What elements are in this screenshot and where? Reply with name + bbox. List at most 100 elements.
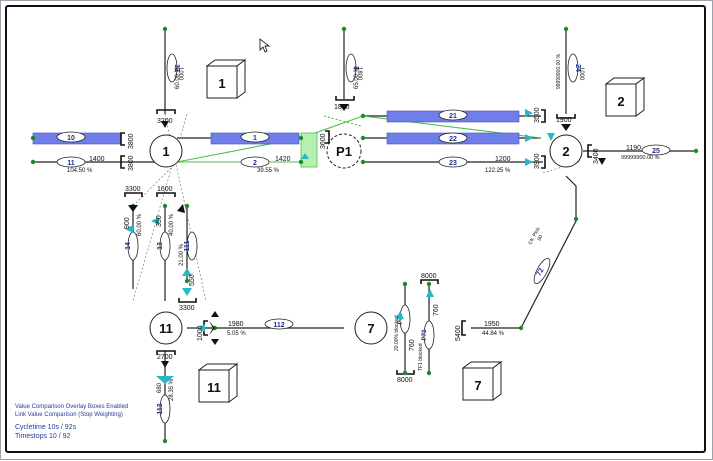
link-label-12: 12: [173, 64, 180, 72]
cube-7-label: 7: [474, 378, 481, 393]
value-2700: 2700: [157, 354, 173, 361]
node-2-circle[interactable]: [549, 134, 583, 168]
link-label-10: 10: [67, 135, 75, 142]
link-72-line-b[interactable]: [520, 175, 577, 329]
endpoint-dot: [426, 370, 432, 376]
endpoint-dot: [298, 135, 304, 141]
bracket-2700: [156, 350, 176, 355]
value-1980: 1980: [228, 321, 244, 328]
value-1200: 1200: [495, 156, 511, 163]
link-label-21: 21: [449, 113, 457, 120]
oval-2: [240, 156, 270, 168]
value-1950: 1950: [484, 321, 500, 328]
node-11-label: 11: [159, 321, 173, 336]
endpoint-dot: [162, 438, 168, 444]
endpoint-dot: [184, 278, 190, 284]
node-1-label: 1: [162, 144, 169, 159]
node-p1-circle[interactable]: [326, 133, 362, 169]
oval-1: [240, 131, 270, 143]
value-3600: 3600: [320, 133, 327, 149]
cyan-arrow-icon: [125, 225, 133, 233]
bracket-3600: [325, 130, 330, 144]
value-3400: 3400: [593, 148, 600, 164]
value-3300a: 3300: [125, 186, 141, 193]
endpoint-dot: [402, 281, 408, 287]
cyan-arrow-icon: [197, 324, 205, 332]
value-760a: 760: [409, 339, 416, 351]
node-11-circle[interactable]: [149, 311, 183, 345]
black-arrow-icon: [177, 204, 185, 213]
cube-2-icon: [604, 77, 646, 117]
value-p71-blocked: 20.00% blocked: [394, 315, 400, 351]
bracket-8000a: [420, 279, 439, 284]
value-1900: 1900: [556, 117, 572, 124]
value-1600: 1600: [157, 186, 173, 193]
link-label-p72: P72: [422, 329, 428, 340]
value-24-pct: 99999900.00 %: [556, 53, 562, 89]
value-24-num: 1000: [578, 67, 584, 81]
black-arrow-icon: [561, 124, 571, 131]
value-99999900: 99999900.00 %: [621, 155, 660, 161]
link-label-23: 23: [449, 160, 457, 167]
endpoint-dot: [341, 26, 347, 32]
endpoint-dot: [360, 135, 366, 141]
bracket-3300a: [124, 192, 143, 197]
oval-72: [533, 258, 551, 284]
value-3800b: 3800: [128, 155, 135, 171]
value-3800a: 3800: [128, 133, 135, 149]
link-label-111: 111: [184, 240, 191, 251]
endpoint-dot: [402, 370, 408, 376]
cube-1-icon: [205, 59, 247, 99]
cyan-arrow-icon: [301, 153, 309, 159]
oval-11: [56, 156, 86, 168]
value-8000a: 8000: [421, 273, 437, 280]
link-label-25: 25: [652, 148, 660, 155]
bracket-3500: [541, 109, 546, 123]
cyan-arrow-icon: [547, 133, 555, 141]
value-111-pct: 21.00 %: [179, 243, 185, 266]
value-72-num: 80: [536, 234, 544, 242]
oval-21: [438, 109, 468, 121]
link-label-22: 22: [449, 136, 457, 143]
bracket-3400: [587, 144, 592, 158]
info-link-comparison: Link Value Comparison (Stop Weighting): [15, 412, 123, 418]
cube-7-icon: [461, 361, 503, 401]
value-14-pct: 60.00 %: [137, 213, 143, 236]
endpoint-dot: [563, 26, 569, 32]
cyan-arrow-icon: [156, 376, 174, 384]
value-3500: 3500: [534, 107, 541, 123]
oval-p72: [423, 320, 435, 350]
info-timestops: Timestops 10 / 92: [15, 433, 71, 440]
value-1800: 1800: [334, 104, 350, 111]
cyan-arrow-icon: [525, 158, 533, 166]
value-760b: 760: [433, 304, 440, 316]
value-900: 900: [124, 217, 131, 229]
endpoint-dot: [184, 203, 190, 209]
oval-10: [56, 131, 86, 143]
link-label-113: 113: [157, 403, 164, 414]
endpoint-dot: [518, 325, 524, 331]
oval-22: [438, 132, 468, 144]
node-1-circle[interactable]: [149, 134, 183, 168]
cube-11-label: 11: [207, 380, 221, 395]
node-7-circle[interactable]: [354, 311, 388, 345]
endpoint-dot: [360, 113, 366, 119]
endpoint-dot: [162, 203, 168, 209]
link-label-2: 2: [253, 160, 257, 167]
cube-11-icon: [197, 363, 239, 403]
bracket-1800: [335, 96, 355, 101]
link-label-14: 14: [125, 242, 132, 250]
bracket-3800a: [120, 132, 125, 146]
value-13-pct: 40.00 %: [169, 213, 175, 236]
value-3200: 3200: [157, 118, 173, 125]
bracket-3200: [156, 109, 176, 114]
value-122-25: 122.25 %: [485, 168, 511, 174]
endpoint-dot: [693, 148, 699, 154]
value-44-84: 44.84 %: [482, 331, 505, 337]
info-cycletime: Cycletime 10s / 92s: [15, 424, 77, 431]
black-arrow-icon: [211, 311, 219, 317]
value-104-50: 104.50 %: [67, 168, 93, 174]
black-arrow-icon: [128, 205, 138, 212]
bracket-1600: [156, 192, 176, 197]
